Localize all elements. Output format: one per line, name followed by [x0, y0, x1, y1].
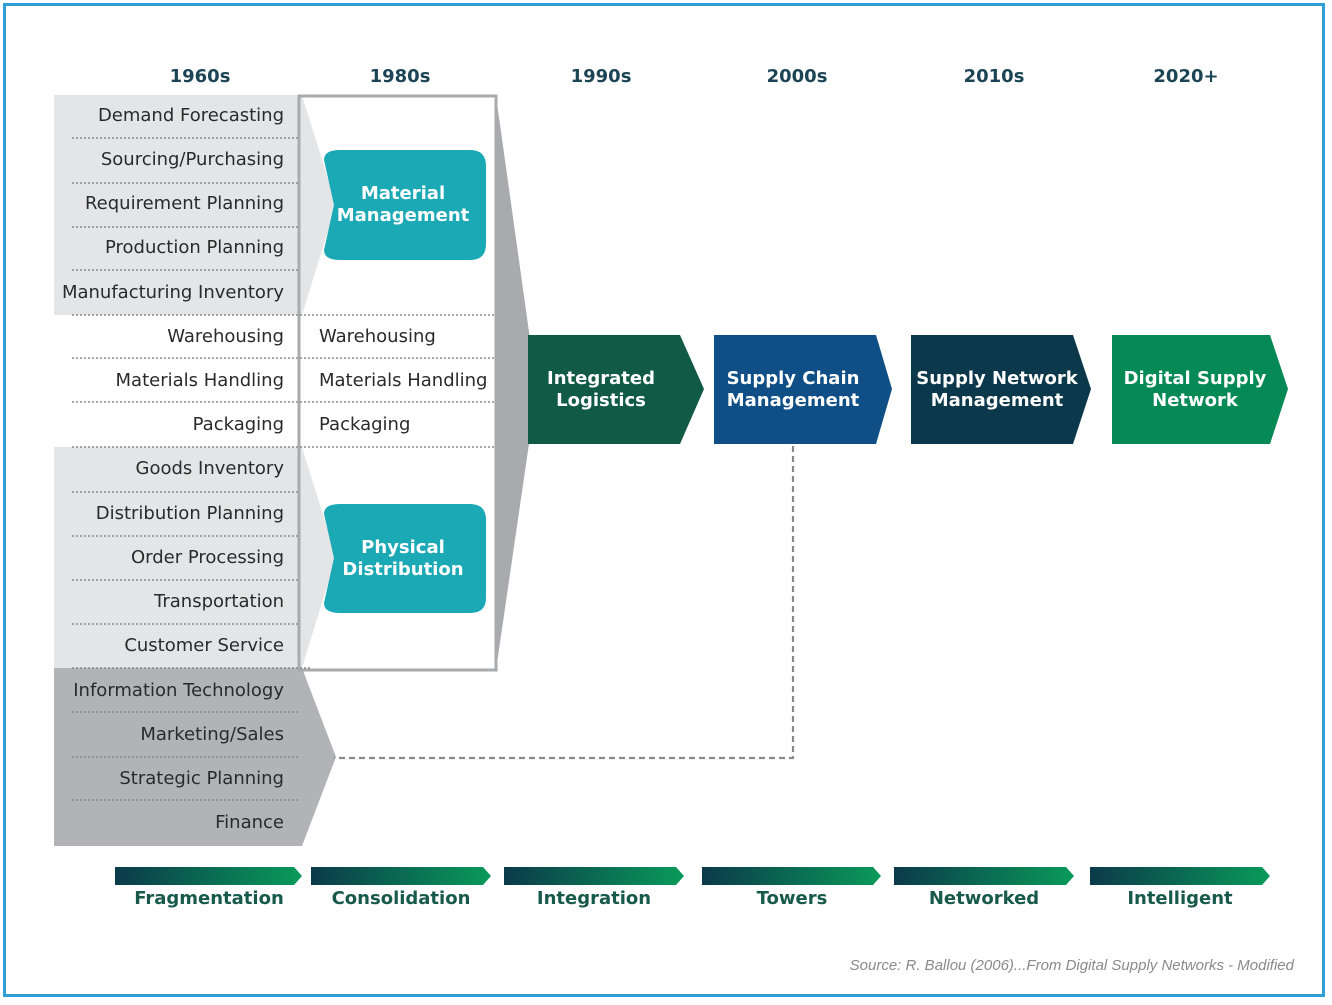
era-label: 2020+: [1153, 66, 1219, 87]
era-label: 1980s: [369, 66, 431, 87]
phase-bar-1: [115, 867, 302, 885]
activity-label: Strategic Planning: [119, 768, 284, 789]
activity-label: Production Planning: [104, 237, 284, 258]
shared-activity-label: Materials Handling: [319, 370, 488, 391]
stage-digital-supply-shape: [1112, 335, 1288, 444]
activity-label: Materials Handling: [115, 370, 284, 391]
stage-label-supply-network-management: Supply Network Management: [916, 367, 1078, 411]
stage-supply-chain-shape: [714, 335, 892, 444]
shared-activity-label: Warehousing: [319, 326, 436, 347]
stage-label-digital-supply-network: Digital Supply Network: [1123, 367, 1267, 411]
era-label: 2000s: [766, 66, 828, 87]
activity-label: Distribution Planning: [95, 503, 284, 524]
phase-label: Networked: [928, 888, 1040, 909]
shared-activity-label: Packaging: [319, 414, 411, 435]
stage-supply-network-shape: [911, 335, 1091, 444]
physical-distribution-label: Physical Distribution: [342, 536, 464, 580]
phase-label: Integration: [536, 888, 652, 909]
phase-label: Intelligent: [1127, 888, 1233, 909]
activity-label: Manufacturing Inventory: [61, 282, 284, 303]
activity-label: Warehousing: [167, 326, 284, 347]
activity-label: Finance: [215, 812, 284, 833]
material-group-band: [54, 95, 336, 315]
era-label: 2010s: [963, 66, 1025, 87]
row-separators: [72, 137, 494, 801]
activity-label: Goods Inventory: [135, 458, 284, 479]
source-caption: Source: R. Ballou (2006)...From Digital …: [849, 957, 1294, 974]
era-label: 1960s: [169, 66, 231, 87]
physical-distribution-box: [324, 504, 486, 613]
stage-integrated-logistics-shape: [528, 335, 704, 444]
dashed-connector: [334, 446, 795, 760]
phase-label: Towers: [756, 888, 828, 909]
activity-label: Demand Forecasting: [97, 105, 284, 126]
activity-label: Customer Service: [124, 635, 284, 656]
figure-frame: [3, 3, 1325, 997]
material-management-label: Material Management: [336, 183, 470, 226]
phase-bar-3: [504, 867, 684, 885]
phase-label: Fragmentation: [134, 888, 284, 909]
stage-label-integrated-logistics: Integrated Logistics: [547, 367, 655, 411]
activity-label: Packaging: [192, 414, 284, 435]
activity-label: Order Processing: [131, 547, 284, 568]
activity-label: Information Technology: [73, 680, 284, 701]
phase-bar-4: [702, 867, 881, 885]
phase-bar-5: [894, 867, 1074, 885]
integration-funnel-arrow: [496, 96, 537, 670]
distribution-group-band: [54, 447, 336, 668]
phase-bar-2: [311, 867, 491, 885]
phase-bar-6: [1090, 867, 1270, 885]
activity-label: Marketing/Sales: [140, 724, 284, 745]
activity-label: Sourcing/Purchasing: [100, 149, 284, 170]
activity-label: Transportation: [154, 591, 284, 612]
activity-label: Requirement Planning: [84, 193, 284, 214]
material-management-box: [324, 150, 486, 260]
stage-label-supply-chain-management: Supply Chain Management: [726, 367, 860, 411]
phase-label: Consolidation: [331, 888, 471, 909]
era-label: 1990s: [570, 66, 632, 87]
